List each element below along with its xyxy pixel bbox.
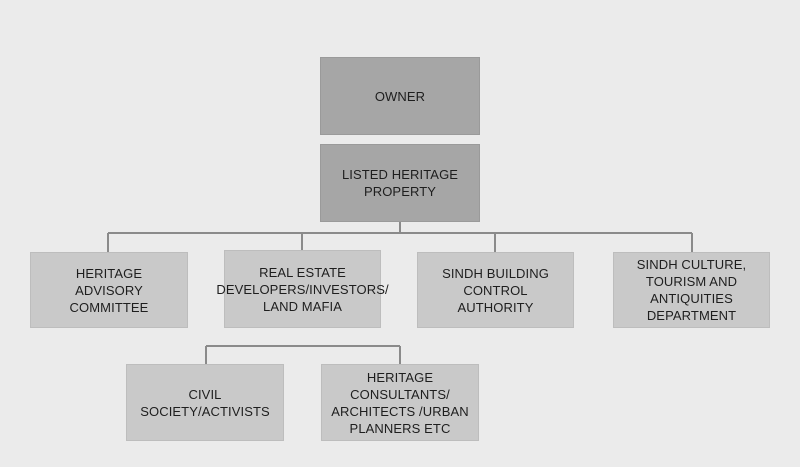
sindh-culture-label: SINDH CULTURE, TOURISM AND ANTIQUITIES D… [636, 257, 747, 323]
heritage-advisory-committee-box: HERITAGE ADVISORY COMMITTEE [30, 252, 188, 328]
owner-box: OWNER [320, 57, 480, 135]
civil-society-label: CIVIL SOCIETY/ACTIVISTS [140, 386, 270, 419]
heritage-consultants-box: HERITAGE CONSULTANTS/ ARCHITECTS /URBAN … [321, 364, 479, 441]
sindh-culture-box: SINDH CULTURE, TOURISM AND ANTIQUITIES D… [613, 252, 770, 328]
sindh-building-control-label: SINDH BUILDING CONTROL AUTHORITY [442, 265, 549, 315]
owner-label: OWNER [374, 88, 426, 104]
sindh-building-control-box: SINDH BUILDING CONTROL AUTHORITY [417, 252, 574, 328]
heritage-advisory-committee-label: HERITAGE ADVISORY COMMITTEE [69, 265, 149, 315]
heritage-consultants-label: HERITAGE CONSULTANTS/ ARCHITECTS /URBAN … [331, 369, 469, 436]
real-estate-label: REAL ESTATE DEVELOPERS/INVESTORS/ LAND M… [216, 264, 389, 314]
listed-heritage-property-label: LISTED HERITAGE PROPERTY [341, 167, 459, 199]
listed-heritage-property-box: LISTED HERITAGE PROPERTY [320, 144, 480, 222]
civil-society-box: CIVIL SOCIETY/ACTIVISTS [126, 364, 284, 441]
real-estate-box: REAL ESTATE DEVELOPERS/INVESTORS/ LAND M… [216, 250, 389, 328]
